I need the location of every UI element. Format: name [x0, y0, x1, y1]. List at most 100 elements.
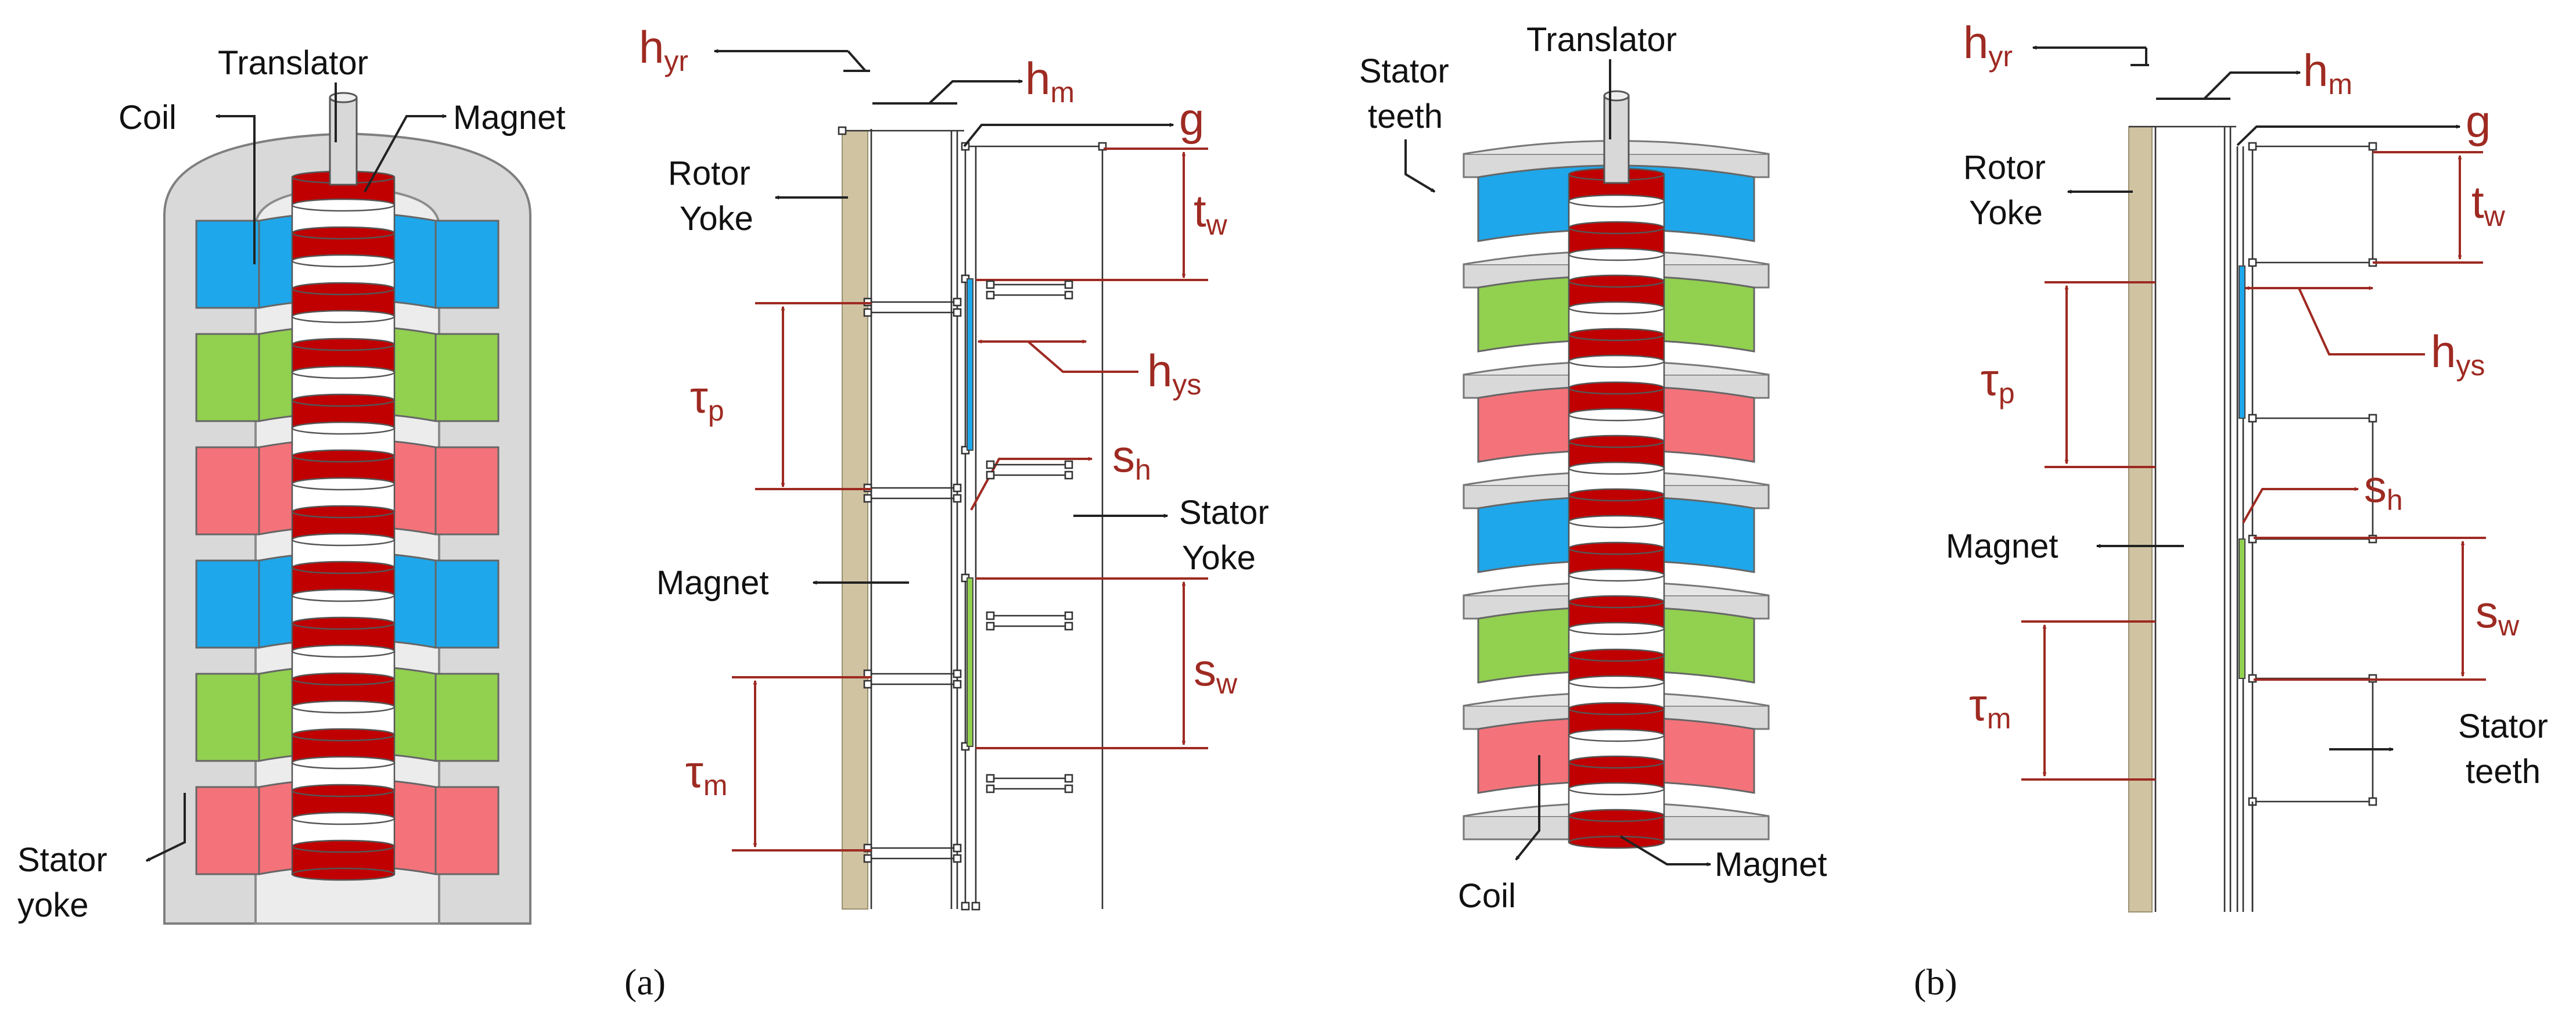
node-marker	[986, 784, 995, 793]
coil-left-blue	[195, 559, 260, 649]
coil-right-blue	[434, 220, 500, 309]
magnet-ring-top	[291, 672, 396, 686]
label-stator-yoke-line1: Stator	[1179, 494, 1269, 531]
node-marker	[953, 297, 962, 307]
node-marker	[2248, 142, 2257, 151]
label-magnet: Magnet	[656, 564, 768, 602]
node-marker	[1064, 460, 1073, 469]
node-marker	[986, 290, 995, 300]
magnet-ring-top	[291, 533, 396, 547]
magnet-ring-top	[291, 477, 396, 491]
magnet-stack-bottom	[1568, 835, 1665, 849]
magnet-ring-top	[291, 644, 396, 658]
stator-tooth-outline	[2252, 677, 2374, 803]
node-marker	[953, 680, 962, 689]
panel-b-stator-teeth-outlines	[2248, 142, 2377, 911]
panel-b-3d-model: Stator teeth Translator Coil Magnet	[1359, 21, 1827, 915]
magnet-ring-top	[291, 811, 396, 825]
node-marker	[838, 126, 847, 135]
node-marker	[863, 680, 872, 689]
caption-a: (a)	[624, 961, 666, 1003]
node-marker	[2248, 258, 2257, 267]
node-marker	[986, 280, 995, 289]
h-ys-leader	[2298, 288, 2425, 355]
panel-b-translator-shaft-top	[1603, 90, 1630, 102]
coil-left-blue	[195, 220, 260, 309]
magnet-ring-top	[1568, 274, 1665, 288]
symbol-tau-m: τm	[685, 746, 727, 802]
node-marker	[863, 308, 872, 317]
magnet-ring-top	[291, 756, 396, 770]
symbol-h-yr: hyr	[639, 21, 688, 77]
panel-a-translator-magnet-stack	[291, 170, 396, 881]
blue-coil-slot	[967, 278, 973, 451]
coil-left-red	[195, 446, 260, 536]
stator-yoke-pointer-arrow	[146, 793, 186, 862]
rotor-yoke-bar	[2128, 126, 2153, 913]
coil-pointer-arrow	[216, 116, 256, 264]
symbol-tau-p: τp	[1981, 354, 2015, 409]
magnet-ring-top	[1568, 328, 1665, 342]
coil-right-red	[434, 786, 500, 875]
label-stator-yoke-line2: yoke	[17, 886, 89, 924]
symbol-h-yr: hyr	[1963, 17, 2013, 73]
panel-b-schematic: hyr hm g tw hys τp sh sw	[986, 17, 2548, 1003]
label-coil: Coil	[118, 99, 177, 136]
magnet-ring-top	[291, 393, 396, 407]
coil-left-red	[195, 786, 260, 875]
s-h-leader	[2242, 489, 2358, 523]
symbol-s-w: sw	[2476, 586, 2520, 642]
symbol-tau-m: τm	[1969, 679, 2011, 735]
green-coil-slot	[2239, 538, 2246, 679]
label-rotor-yoke-line2: Yoke	[1969, 194, 2043, 232]
node-marker	[953, 854, 962, 863]
coil-right-blue	[434, 559, 500, 649]
magnet-ring-top	[1568, 515, 1665, 529]
node-marker	[986, 460, 995, 469]
magnet-ring-top	[1568, 622, 1665, 635]
symbol-t-w: tw	[2471, 177, 2506, 232]
g-arrow	[963, 125, 1173, 148]
label-magnet: Magnet	[1946, 527, 2058, 565]
symbol-s-h: sh	[2364, 461, 2403, 516]
magnet-ring-top	[1568, 247, 1665, 261]
label-coil: Coil	[1458, 877, 1516, 915]
magnet-ring-top	[1568, 408, 1665, 422]
s-h-leader	[970, 459, 1092, 511]
magnet-ring-top	[1568, 301, 1665, 315]
node-marker	[953, 494, 962, 503]
magnet-ring-top	[291, 561, 396, 574]
magnet-ring-top	[291, 310, 396, 324]
node-marker	[953, 843, 962, 853]
node-marker	[986, 470, 995, 480]
stator-tooth-outline	[2252, 417, 2374, 540]
magnet-ring-top	[1568, 381, 1665, 395]
magnet-ring-top	[291, 282, 396, 296]
node-marker	[863, 854, 872, 863]
label-rotor-yoke-line2: Yoke	[680, 200, 753, 238]
magnet-ring-top	[291, 337, 396, 351]
symbol-tau-p: τp	[690, 371, 724, 427]
stator-teeth-pointer-arrow	[1404, 139, 1435, 193]
magnet-pointer-arrow	[364, 116, 446, 192]
symbol-g: g	[1179, 94, 1204, 145]
label-magnet: Magnet	[453, 99, 565, 136]
node-marker	[1064, 470, 1073, 480]
panel-a-translator-shaft-top	[329, 92, 358, 103]
green-coil-slot	[967, 577, 973, 747]
g-arrow	[2236, 127, 2460, 146]
magnet-ring-top	[291, 421, 396, 435]
coil-pointer-arrow	[1515, 755, 1540, 860]
node-marker	[953, 308, 962, 317]
panel-a-schematic: hyr hm g tw hys τp sh sw	[624, 21, 1269, 1003]
h-yr-leader	[847, 50, 867, 72]
magnet-ring-top	[291, 365, 396, 379]
magnet-ring-top	[1568, 675, 1665, 689]
node-marker	[961, 901, 970, 911]
coil-left-green	[195, 333, 260, 422]
node-marker	[1064, 622, 1073, 631]
coil-right-green	[434, 333, 500, 422]
label-magnet: Magnet	[1715, 846, 1827, 883]
magnet-ring-top	[291, 505, 396, 519]
node-marker	[1064, 784, 1073, 793]
